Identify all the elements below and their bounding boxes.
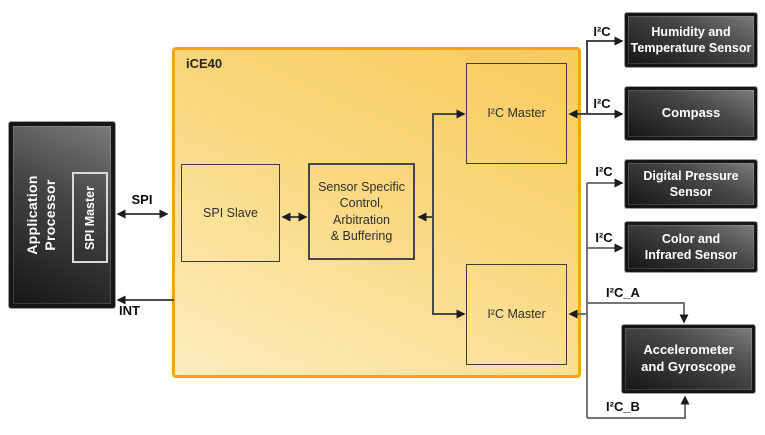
i2c-label-pressure: I²C	[595, 164, 613, 179]
i2c-a-label: I²C_A	[606, 285, 640, 300]
sensor-compass: Compass	[625, 87, 757, 140]
i2c-master-top-block: I²C Master	[466, 63, 567, 164]
i2c-label-compass: I²C	[593, 96, 611, 111]
application-processor-label: Application Processor	[23, 175, 58, 255]
sensor-humidity-temperature-label: Humidity and Temperature Sensor	[630, 24, 752, 55]
sensor-digital-pressure-label: Digital Pressure Sensor	[643, 168, 739, 199]
sensor-control-label: Sensor Specific Control, Arbitration & B…	[318, 180, 405, 243]
i2c-master-bottom-block: I²C Master	[466, 264, 567, 365]
spi-master-label: SPI Master	[82, 185, 97, 250]
i2c-master-top-label: I²C Master	[487, 106, 546, 121]
spi-master-block: SPI Master	[72, 172, 108, 263]
application-processor-label-zone: Application Processor	[13, 126, 69, 304]
ice40-title: iCE40	[186, 56, 223, 71]
sensor-compass-label: Compass	[661, 105, 721, 121]
sensor-accelerometer-gyroscope-label: Accelerometer and Gyroscope	[641, 342, 736, 374]
i2c-b-label: I²C_B	[606, 399, 640, 414]
i2c-label-humidity: I²C	[593, 24, 611, 39]
sensor-accelerometer-gyroscope: Accelerometer and Gyroscope	[622, 325, 755, 393]
sensor-color-infrared-label: Color and Infrared Sensor	[644, 231, 738, 262]
sensor-color-infrared: Color and Infrared Sensor	[625, 222, 757, 272]
int-label: INT	[119, 303, 140, 318]
i2c-a-bus-to-accelerometer	[587, 302, 689, 324]
sensor-control-block: Sensor Specific Control, Arbitration & B…	[308, 163, 415, 260]
sensor-digital-pressure: Digital Pressure Sensor	[625, 160, 757, 208]
application-processor-block: Application Processor SPI Master	[9, 122, 115, 308]
i2c-master-bottom-label: I²C Master	[487, 307, 546, 322]
spi-slave-block: SPI Slave	[181, 164, 280, 262]
sensor-humidity-temperature: Humidity and Temperature Sensor	[625, 13, 757, 67]
i2c-label-color: I²C	[595, 230, 613, 245]
spi-label: SPI	[131, 192, 153, 207]
ice40-block: iCE40 SPI Slave Sensor Specific Control,…	[172, 47, 581, 378]
spi-slave-label: SPI Slave	[203, 205, 258, 220]
